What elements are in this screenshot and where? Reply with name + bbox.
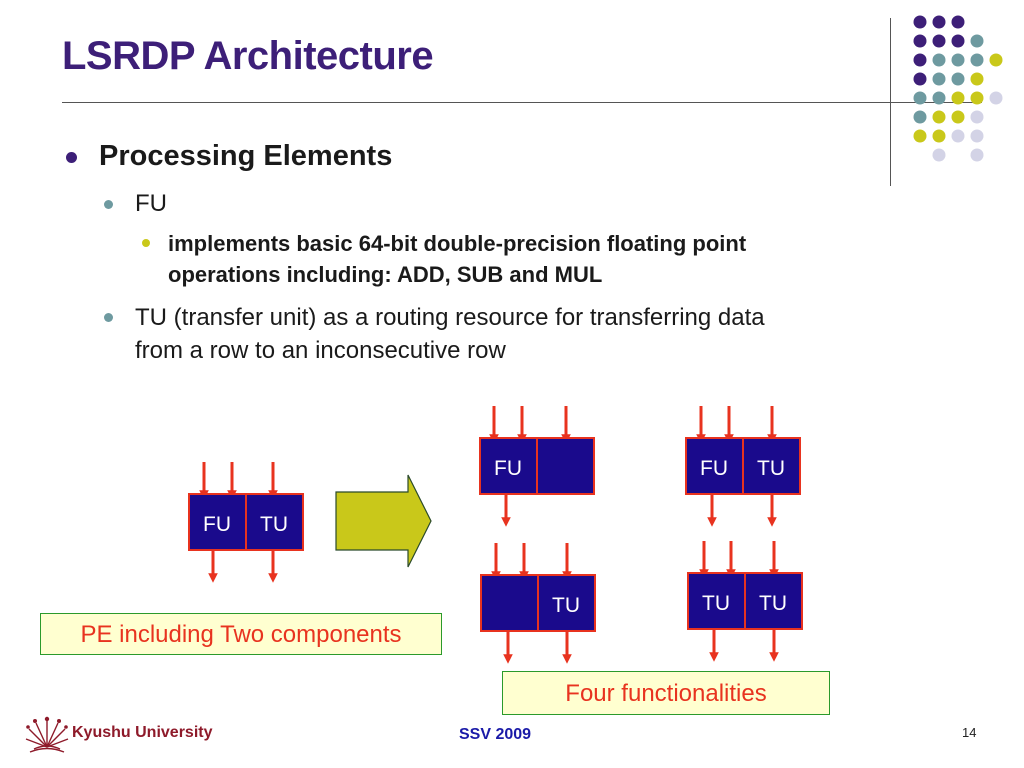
tu-box [742, 437, 801, 495]
empty-box [536, 437, 595, 495]
bullet-text-line: from a row to an inconsecutive row [135, 337, 506, 364]
tu-label: TU [702, 592, 730, 615]
bullet-dot-icon [142, 239, 150, 247]
fu-label: FU [700, 457, 728, 480]
empty-box [480, 574, 539, 632]
bullet-fu: FU [104, 190, 167, 218]
bullet-fu-detail: implements basic 64-bit double-precision… [142, 228, 746, 290]
slide-title: LSRDP Architecture [62, 34, 434, 78]
four-functionalities-caption: Four functionalities [502, 671, 830, 715]
decor-dot-grid [913, 15, 1003, 162]
kyushu-university-logo-icon [25, 716, 69, 753]
bullet-text: implements basic 64-bit double-precision… [168, 228, 746, 290]
bullet-processing-elements: Processing Elements [66, 140, 392, 173]
bullet-dot-icon [104, 313, 113, 322]
tu-label: TU [757, 457, 785, 480]
pe-caption: PE including Two components [40, 613, 442, 655]
tu-label: TU [260, 513, 288, 536]
transition-arrow-icon [335, 474, 432, 568]
fu-label: FU [203, 513, 231, 536]
pe-unit: FU TU [188, 462, 304, 583]
fu-box [685, 437, 744, 495]
variant-tu-tu: TU TU [687, 541, 803, 662]
tu-box [687, 572, 746, 630]
bullet-tu: TU (transfer unit) as a routing resource… [104, 301, 765, 367]
variant-fu: FU [479, 406, 595, 527]
bullet-text: TU (transfer unit) as a routing resource… [135, 301, 765, 367]
variant-fu-tu: FU TU [685, 406, 801, 527]
page-number: 14 [962, 725, 977, 740]
title-divider [62, 102, 982, 103]
conference-name: SSV 2009 [459, 726, 532, 743]
university-name: Kyushu University [72, 724, 213, 741]
bullet-text-line: operations including: ADD, SUB and MUL [168, 262, 603, 287]
bullet-dot-icon [104, 200, 113, 209]
tu-box [744, 572, 803, 630]
fu-label: FU [494, 457, 522, 480]
fu-box [479, 437, 538, 495]
fu-box [188, 493, 247, 551]
bullet-text: Processing Elements [99, 140, 393, 172]
tu-label: TU [552, 594, 580, 617]
bullet-dot-icon [66, 152, 77, 163]
bullet-text: FU [135, 190, 167, 217]
tu-label: TU [759, 592, 787, 615]
tu-box [245, 493, 304, 551]
variant-tu: TU [480, 543, 596, 664]
bullet-text-line: implements basic 64-bit double-precision… [168, 231, 747, 256]
tu-box [537, 574, 596, 632]
bullet-text-line: TU (transfer unit) as a routing resource… [135, 304, 765, 331]
